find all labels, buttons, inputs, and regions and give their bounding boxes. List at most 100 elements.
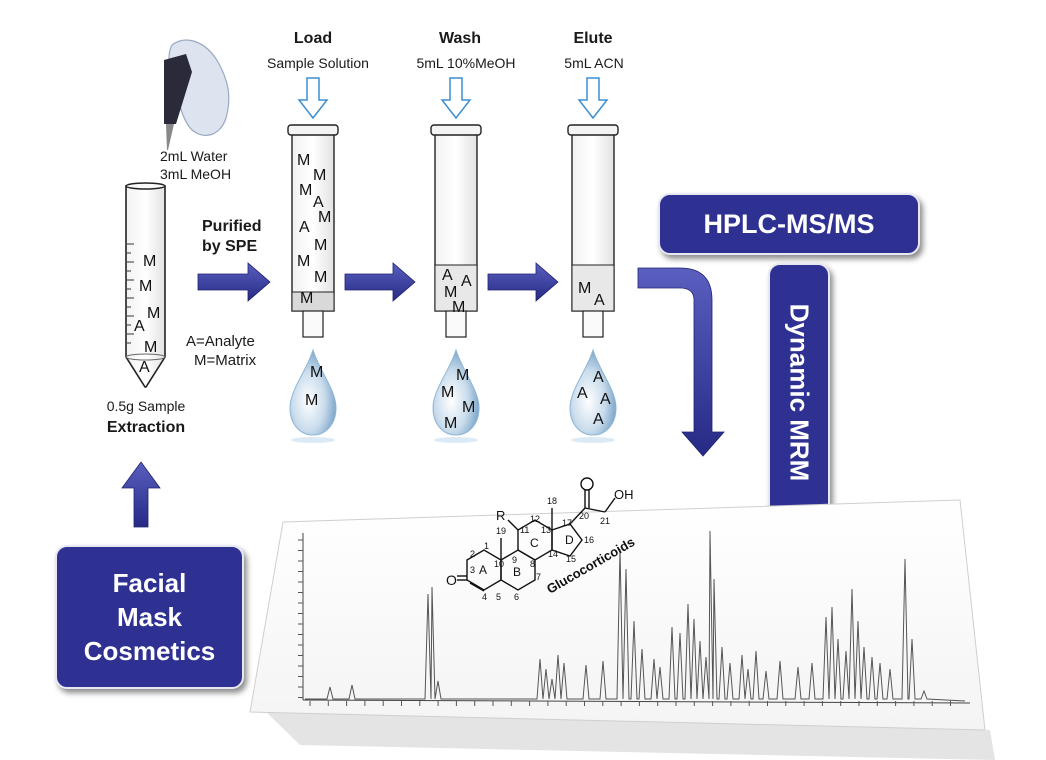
svg-text:19: 19 (496, 526, 506, 536)
matrix-letter: M (147, 305, 160, 322)
arrow-wash-to-elute (487, 262, 559, 302)
svg-text:12: 12 (530, 514, 540, 524)
svg-text:13: 13 (541, 525, 551, 535)
matrix-letter: M (452, 299, 465, 316)
svg-text:15: 15 (566, 554, 576, 564)
facial-mask-cosmetics-box: Facial Mask Cosmetics (55, 545, 244, 689)
carbonyl-oxygen (580, 477, 594, 491)
tube-graduations (127, 243, 134, 344)
svg-text:O: O (446, 572, 457, 588)
spe-label-line2: by SPE (202, 238, 258, 255)
analyte-letter: A (461, 273, 472, 290)
load-subtitle: Sample Solution (267, 55, 369, 71)
svg-text:4: 4 (482, 592, 487, 602)
pipette-tip (166, 124, 174, 150)
elute-title: Elute (573, 30, 613, 47)
drop-shadow (434, 437, 478, 443)
legend-matrix: M=Matrix (194, 352, 257, 369)
wash-input-arrow (440, 77, 472, 120)
drop-elute (569, 348, 617, 436)
drop-shadow (291, 437, 335, 443)
elute-subtitle: 5mL ACN (564, 55, 624, 71)
svg-text:14: 14 (548, 549, 558, 559)
arrow-elute-to-hplc (637, 267, 725, 457)
spe-cartridge-load (287, 124, 339, 338)
matrix-letter: M (297, 152, 310, 169)
svg-text:7: 7 (536, 572, 541, 582)
cartridge-flange (430, 124, 482, 136)
matrix-letter: M (444, 415, 457, 432)
matrix-letter: M (578, 280, 591, 297)
analyte-letter: A (577, 385, 588, 402)
svg-text:21: 21 (600, 516, 610, 526)
y-ticks (298, 539, 303, 698)
spe-cartridge-wash (430, 124, 482, 338)
analyte-letter: A (134, 318, 145, 335)
chromatogram (249, 499, 995, 760)
matrix-letter: M (144, 339, 157, 356)
facial-label: Facial (112, 568, 187, 598)
cartridge-outlet (302, 310, 324, 338)
svg-text:A: A (479, 563, 487, 577)
analyte-letter: A (593, 369, 604, 386)
pipette-body (164, 54, 192, 124)
drop-load (289, 348, 337, 436)
matrix-letter: M (456, 367, 469, 384)
wash-title: Wash (438, 30, 482, 47)
dynamic-mrm-box: Dynamic MRM (768, 263, 830, 522)
matrix-letter: M (462, 399, 475, 416)
pipette-meoh-label: 3mL MeOH (160, 166, 232, 182)
svg-text:17: 17 (562, 518, 572, 528)
svg-text:18: 18 (547, 496, 557, 506)
mask-label: Mask (116, 602, 183, 632)
matrix-letter: M (297, 253, 310, 270)
chromatogram-trace (305, 530, 966, 702)
arrow-sample-up (121, 461, 161, 528)
svg-text:10: 10 (494, 559, 504, 569)
pipette-glove (164, 39, 230, 150)
arrow-extraction-to-load (197, 262, 271, 302)
svg-text:16: 16 (584, 535, 594, 545)
centrifuge-tube (125, 182, 166, 388)
tube-rim (125, 182, 166, 190)
c20-bond (569, 507, 586, 525)
drop-shadow (571, 437, 615, 443)
sorbent-bed (571, 264, 615, 312)
matrix-letter: M (314, 269, 327, 286)
elute-input-arrow (577, 77, 609, 120)
structure-oh-label: OH (614, 487, 634, 502)
pipette-water-label: 2mL Water (160, 148, 228, 164)
cartridge-flange (287, 124, 339, 136)
matrix-letter: M (139, 278, 152, 295)
svg-text:20: 20 (579, 511, 589, 521)
cartridge-outlet (445, 310, 467, 338)
hplc-msms-box: HPLC-MS/MS (658, 193, 920, 255)
svg-text:3: 3 (470, 565, 475, 575)
cartridge-flange (567, 124, 619, 136)
spe-label-line1: Purified (202, 218, 262, 235)
double-bond-4 (469, 582, 485, 592)
svg-text:6: 6 (514, 592, 519, 602)
svg-text:D: D (565, 533, 574, 547)
sample-label: 0.5g Sample (106, 398, 186, 414)
matrix-letter: M (444, 284, 457, 301)
svg-text:1: 1 (484, 541, 489, 551)
paper-shadow (260, 706, 995, 760)
drops (289, 348, 617, 443)
arrow-load-to-wash (344, 262, 416, 302)
r-bond (507, 519, 519, 531)
matrix-letter: M (300, 290, 313, 307)
svg-text:9: 9 (512, 555, 517, 565)
matrix-letter: M (314, 237, 327, 254)
drop-wash (432, 348, 480, 436)
tube-liquid-line (125, 353, 166, 361)
hplc-msms-label: HPLC-MS/MS (703, 208, 875, 239)
wash-subtitle: 5mL 10%MeOH (416, 55, 516, 71)
spe-cartridge-elute (567, 124, 619, 338)
analyte-letter: A (593, 411, 604, 428)
cosmetics-label: Cosmetics (83, 636, 216, 666)
